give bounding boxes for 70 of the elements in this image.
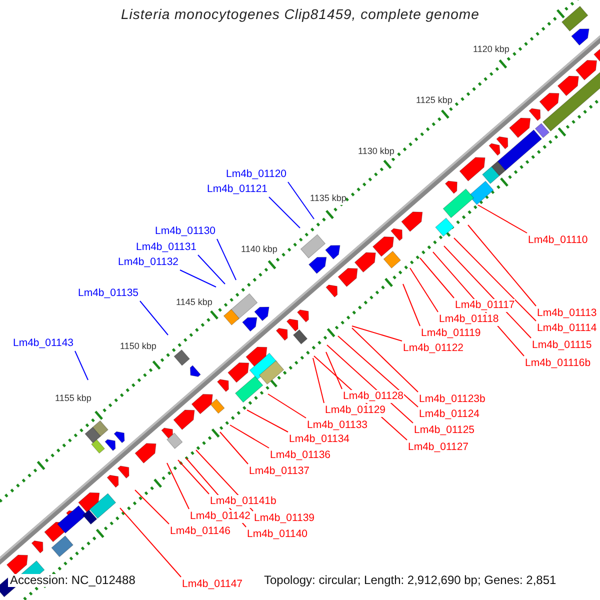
leader-line xyxy=(338,336,418,408)
leader-line xyxy=(220,432,248,464)
gene-label: Lm4b_01113 xyxy=(537,307,597,320)
leader-line xyxy=(410,268,438,312)
gene-label: Lm4b_01125 xyxy=(414,424,475,437)
scale-label: 1135 kbp xyxy=(310,192,346,205)
leader-line xyxy=(180,270,216,288)
gene-label: Lm4b_01122 xyxy=(403,342,464,355)
gene-label: Lm4b_01116b xyxy=(525,357,591,370)
scale-label: 1155 kbp xyxy=(55,392,92,405)
gene-label: Lm4b_01117 xyxy=(455,299,515,312)
gene-label: Lm4b_01118 xyxy=(439,313,499,326)
leader-line xyxy=(216,238,236,280)
diagram-title: Listeria monocytogenes Clip81459, complete genome xyxy=(121,8,480,21)
gene-label: Lm4b_01115 xyxy=(532,339,592,352)
scale-label: 1150 kbp xyxy=(120,340,156,353)
scale-label: 1120 kbp xyxy=(473,43,510,56)
gene-label: Lm4b_01128 xyxy=(343,390,404,403)
leader-line xyxy=(468,224,536,306)
genome-summary-text: Topology: circular; Length: 2,912,690 bp; Genes: 2,851 xyxy=(262,574,558,587)
leader-line xyxy=(134,490,170,524)
leader-line xyxy=(454,238,536,322)
gene-label: Lm4b_01133 xyxy=(307,419,368,432)
gene-label: Lm4b_01120 xyxy=(226,168,287,181)
gene-label: Lm4b_01121 xyxy=(207,183,268,196)
leader-line xyxy=(326,352,342,390)
leader-line xyxy=(166,462,190,510)
leader-line xyxy=(178,460,210,494)
gene-label: Lm4b_01124 xyxy=(419,408,480,421)
leader-line xyxy=(420,258,454,298)
leader-line xyxy=(230,424,270,448)
leader-line xyxy=(478,204,528,234)
gene-label: Lm4b_01146 xyxy=(170,525,231,538)
gene-label: Lm4b_01131 xyxy=(136,241,197,254)
leader-line xyxy=(246,410,288,432)
scale-label: 1145 kbp xyxy=(176,296,212,309)
gene-label: Lm4b_01114 xyxy=(537,322,597,335)
gene-label: Lm4b_01110 xyxy=(528,234,588,247)
leader-line xyxy=(312,358,324,404)
gene-label: Lm4b_01136 xyxy=(270,449,331,462)
gene-label: Lm4b_01137 xyxy=(249,465,310,478)
gene-label: Lm4b_01135 xyxy=(78,287,139,300)
scale-label: 1140 kbp xyxy=(241,243,278,256)
leader-line xyxy=(268,394,306,418)
leader-line xyxy=(288,182,314,220)
scale-label: 1130 kbp xyxy=(358,145,394,158)
gene-label: Lm4b_01127 xyxy=(408,441,469,454)
gene-label: Lm4b_01139 xyxy=(254,512,315,525)
gene-label: Lm4b_01141b xyxy=(210,495,276,508)
gene-label: Lm4b_01119 xyxy=(421,327,481,340)
leader-line xyxy=(352,326,402,342)
accession-text: Accession: NC_012488 xyxy=(8,574,138,587)
gene-label: Lm4b_01123b xyxy=(419,393,486,406)
gene-label: Lm4b_01140 xyxy=(247,528,308,541)
leader-line xyxy=(352,328,418,392)
gene-label: Lm4b_01143 xyxy=(13,337,74,350)
gene-label: Lm4b_01130 xyxy=(155,225,216,238)
gene-label: Lm4b_01132 xyxy=(118,256,179,269)
gene-label: Lm4b_01129 xyxy=(325,404,386,417)
leader-line xyxy=(402,284,420,326)
leader-line xyxy=(74,350,88,380)
scale-label: 1125 kbp xyxy=(416,94,452,107)
gene-label: Lm4b_01142 xyxy=(190,510,251,523)
gene-label: Lm4b_01147 xyxy=(182,578,243,591)
leader-line xyxy=(268,196,300,228)
gene-label: Lm4b_01134 xyxy=(289,433,350,446)
leader-line xyxy=(444,246,532,338)
leader-line xyxy=(198,254,226,284)
leader-line xyxy=(140,300,168,336)
leader-line xyxy=(120,508,182,578)
